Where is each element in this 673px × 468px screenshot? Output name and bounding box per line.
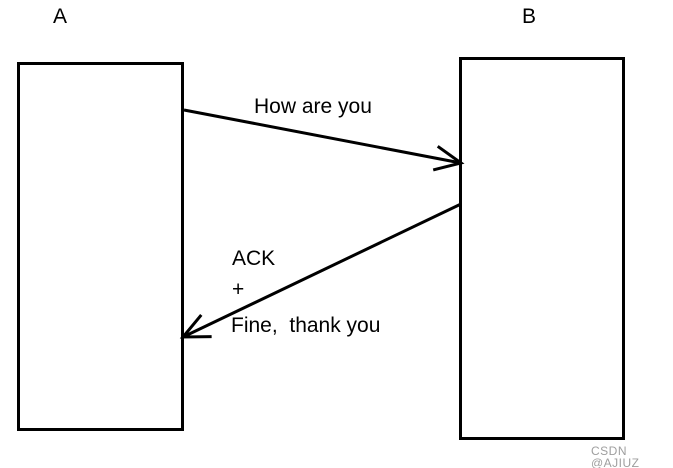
message-response-line1: ACK (232, 247, 276, 270)
node-b-box (459, 57, 625, 440)
message-response-line3: Fine, thank you (231, 314, 381, 337)
node-a-label: A (53, 5, 68, 28)
node-a-box (17, 62, 184, 431)
message-response-line2: + (232, 278, 245, 301)
message-request-label: How are you (254, 95, 372, 118)
watermark-text: CSDN @AJIUZ (591, 444, 640, 468)
node-b-label: B (522, 5, 537, 28)
